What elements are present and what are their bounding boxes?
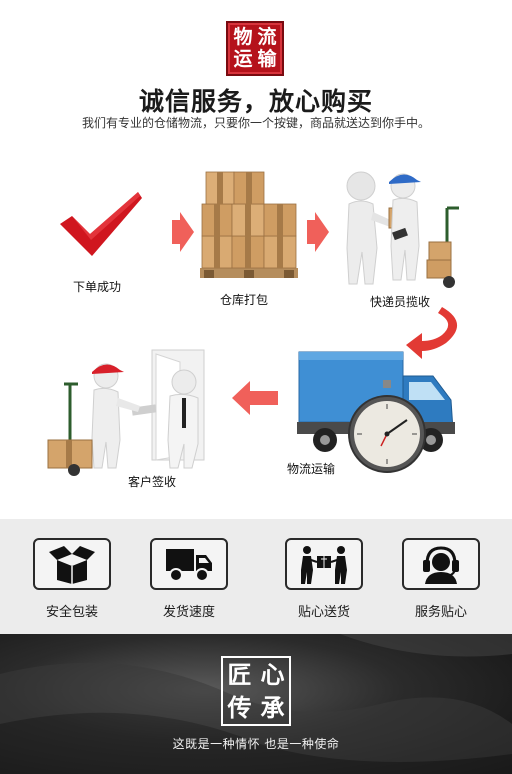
- page-subtitle: 我们有专业的仓储物流，只要你一个按键，商品就送达到你手中。: [81, 116, 430, 130]
- arrow-left-icon: [232, 381, 278, 415]
- curved-arrow-icon: [406, 307, 458, 359]
- craft-char: 承: [260, 693, 285, 722]
- step-label: 客户签收: [128, 475, 177, 489]
- logo-char: 流: [257, 25, 277, 48]
- feature-label: 贴心送货: [297, 605, 350, 620]
- craft-banner: 匠 心 传 承 这既是一种情怀 也是一种使命: [0, 634, 512, 774]
- arrow-right-icon: [172, 212, 194, 252]
- customer-signing-icon: [47, 349, 205, 476]
- feature-card: [150, 538, 228, 590]
- feature-card: [33, 538, 111, 590]
- open-box-icon: [49, 546, 95, 584]
- logo-char: 输: [257, 48, 277, 71]
- handover-package-icon: [301, 546, 347, 584]
- logo-seal: 物 流 运 输: [226, 21, 284, 76]
- craft-seal: 匠 心 传 承: [221, 656, 291, 726]
- feature-card: [285, 538, 363, 590]
- handshake-background: [0, 634, 512, 774]
- courier-handoff-icon: [346, 171, 459, 288]
- logo-char: 物: [233, 25, 253, 48]
- arrow-right-icon: [307, 212, 329, 252]
- craft-char: 心: [260, 660, 285, 689]
- step-label: 仓库打包: [220, 293, 269, 307]
- feature-label: 服务贴心: [414, 605, 467, 620]
- feature-label: 安全包装: [45, 605, 98, 620]
- craft-motto: 这既是一种情怀 也是一种使命: [172, 737, 340, 751]
- truck-icon: [166, 549, 212, 582]
- stacked-boxes-icon: [200, 171, 298, 278]
- step-label: 快递员揽收: [370, 295, 431, 309]
- headset-agent-icon: [423, 546, 459, 584]
- feature-label: 发货速度: [162, 605, 215, 620]
- check-mark-icon: [60, 192, 142, 256]
- logo-char: 运: [233, 48, 253, 71]
- feature-card: [402, 538, 480, 590]
- craft-char: 匠: [227, 660, 252, 689]
- page-title: 诚信服务，放心购买: [138, 87, 373, 116]
- features-band: 安全包装 发货速度 贴心送货: [0, 519, 512, 634]
- step-label: 下单成功: [73, 280, 122, 294]
- craft-char: 传: [227, 693, 252, 722]
- step-label: 物流运输: [287, 462, 336, 476]
- delivery-truck-icon: [297, 351, 455, 473]
